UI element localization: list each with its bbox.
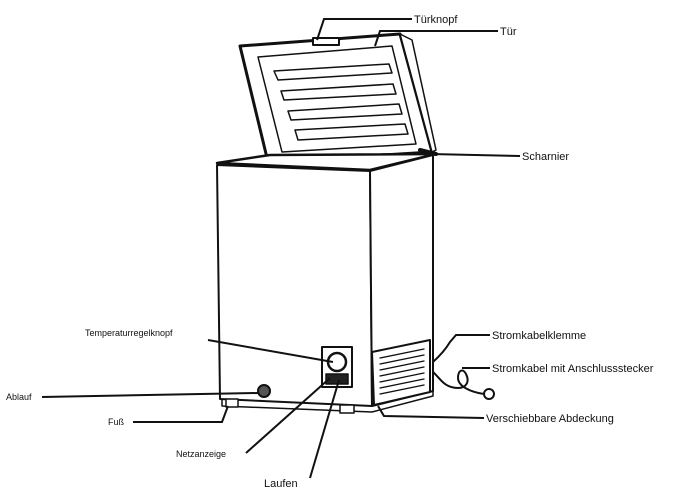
label-temperaturregelknopf: Temperaturregelknopf — [85, 328, 173, 338]
label-tuer: Tür — [500, 26, 517, 38]
leader-lines — [41, 18, 521, 479]
cabinet-base — [221, 390, 434, 413]
callout-labels: Türknopf Tür Scharnier Temperaturregelkn… — [6, 14, 654, 490]
label-verschiebbare-abdeckung: Verschiebbare Abdeckung — [486, 413, 614, 425]
drain — [257, 384, 271, 398]
label-ablauf: Ablauf — [6, 392, 32, 402]
cable-clamp — [432, 341, 451, 363]
label-stromkabelklemme: Stromkabelklemme — [492, 330, 586, 342]
label-netzanzeige: Netzanzeige — [176, 449, 226, 459]
power-cable — [432, 369, 485, 395]
label-scharnier: Scharnier — [522, 151, 569, 163]
power-plug — [483, 388, 495, 400]
label-tuerknopf: Türknopf — [414, 14, 458, 26]
label-stromkabel: Stromkabel mit Anschlussstecker — [492, 363, 654, 375]
grille-vents — [379, 348, 425, 395]
label-fuss: Fuß — [108, 417, 125, 427]
label-laufen: Laufen — [264, 478, 298, 490]
door-knob — [312, 37, 340, 46]
foot — [225, 398, 239, 408]
door-lid — [238, 32, 437, 164]
freezer-illustration — [215, 32, 495, 414]
